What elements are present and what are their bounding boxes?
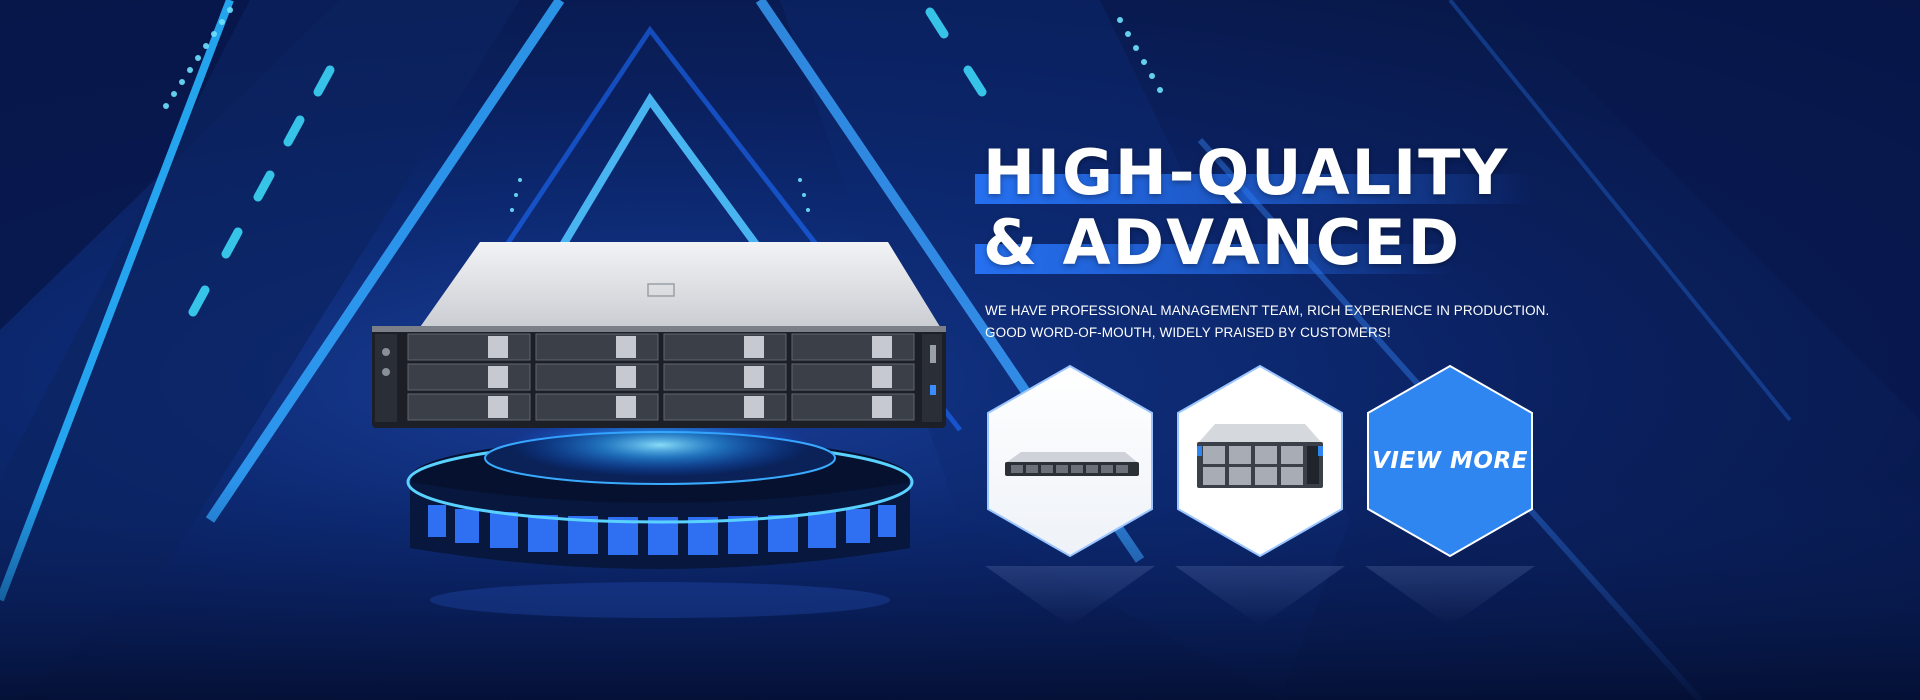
headline-line-2: & ADVANCED xyxy=(975,208,1509,278)
podium xyxy=(406,413,914,618)
description-line-1: WE HAVE PROFESSIONAL MANAGEMENT TEAM, RI… xyxy=(985,303,1550,318)
product-tile-4u-server[interactable] xyxy=(1175,364,1345,558)
headline-text-1: HIGH-QUALITY xyxy=(983,136,1510,209)
headline-line-1: HIGH-QUALITY xyxy=(975,136,1535,209)
featured-rack-server xyxy=(372,242,946,428)
description-line-2: GOOD WORD-OF-MOUTH, WIDELY PRAISED BY CU… xyxy=(985,325,1391,340)
headline-highlight-bar xyxy=(975,244,1455,274)
product-tile-1u-server[interactable] xyxy=(985,364,1155,558)
headline-text-2: & ADVANCED xyxy=(983,206,1462,279)
headline: HIGH-QUALITY & ADVANCED xyxy=(975,136,1535,278)
view-more-label: VIEW MORE xyxy=(1372,448,1528,474)
rack-server-1u-icon xyxy=(1005,452,1139,476)
headline-highlight-bar xyxy=(975,174,1535,204)
storage-server-4u-icon xyxy=(1197,424,1323,488)
view-more-button[interactable]: VIEW MORE xyxy=(1365,364,1535,558)
description: WE HAVE PROFESSIONAL MANAGEMENT TEAM, RI… xyxy=(985,300,1549,344)
